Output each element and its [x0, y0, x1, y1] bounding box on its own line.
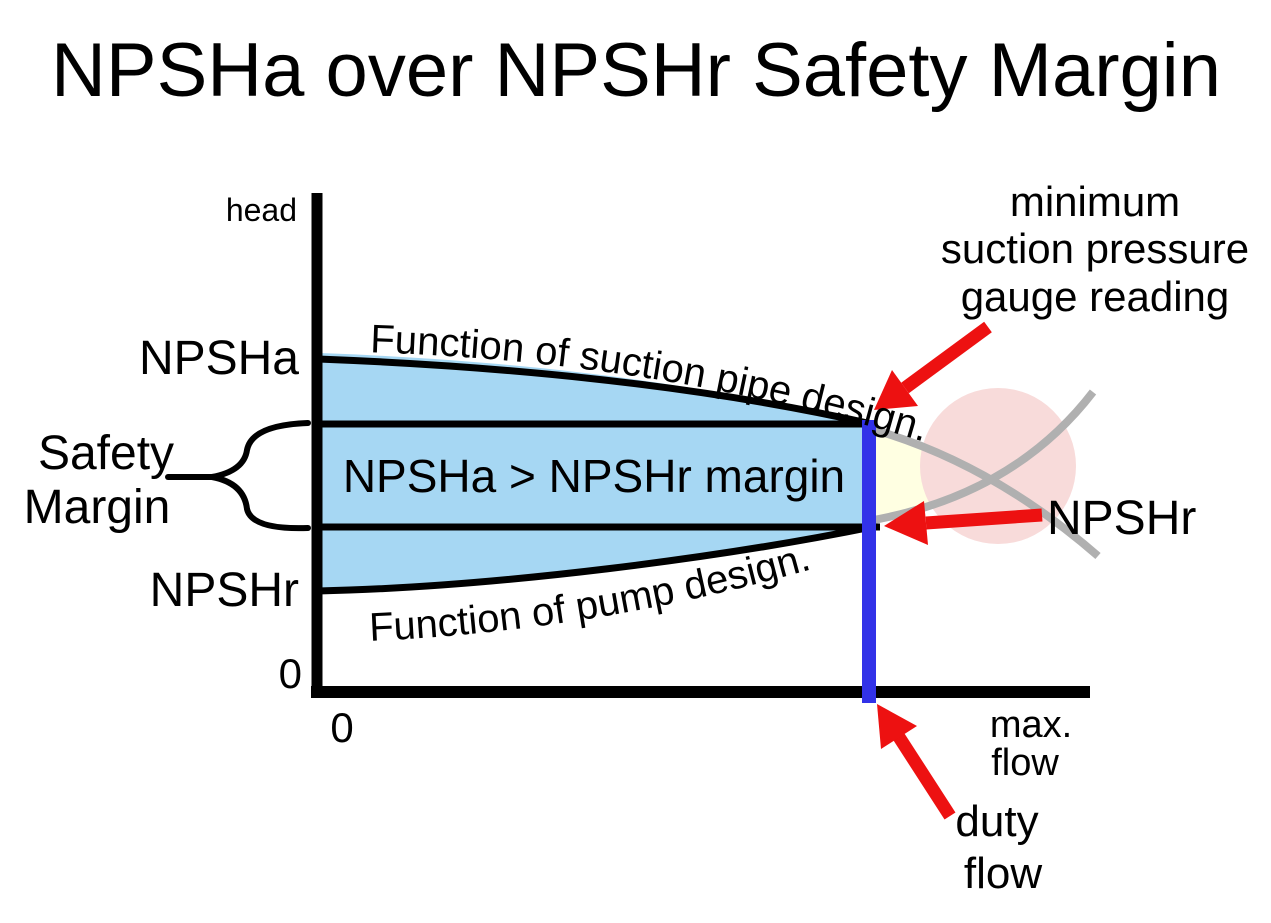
npshr-axis-label: NPSHr [150, 564, 299, 617]
npshr-annotation-arrow [884, 501, 1043, 545]
duty-flow-label-line2: flow [964, 849, 1042, 898]
margin-region-label: NPSHa > NPSHr margin [343, 450, 845, 502]
max-flow-label-line1: max. [990, 704, 1072, 746]
y-axis-label: head [226, 192, 297, 228]
npsha-axis-label: NPSHa [139, 332, 299, 385]
npsha-curve-extension [866, 424, 1101, 560]
gauge-annotation-line1: minimum [1010, 178, 1180, 225]
npsha-curve [317, 355, 873, 428]
duty-flow-arrow [877, 704, 956, 820]
max-flow-label-line2: flow [991, 742, 1059, 784]
gauge-arrow-shaft [901, 321, 992, 394]
gauge-annotation-line2: suction pressure [941, 225, 1249, 272]
x-origin-label: 0 [330, 704, 353, 751]
npshr-annotation-label: NPSHr [1047, 492, 1196, 545]
npshr-arrow-head [884, 501, 928, 545]
gauge-arrow-head [874, 370, 918, 410]
npshr-curve-extension [867, 389, 1097, 525]
gauge-annotation-line3: gauge reading [961, 273, 1230, 320]
page-title: NPSHa over NPSHr Safety Margin [51, 28, 1221, 113]
safety-margin-label-line2: Margin [24, 481, 171, 534]
npshr-arrow-shaft [925, 508, 1043, 530]
gauge-arrow [874, 321, 992, 410]
duty-arrow-shaft [893, 733, 956, 820]
safety-margin-label-line1: Safety [38, 427, 174, 480]
safety-margin-brace [211, 420, 311, 532]
duty-flow-label-line1: duty [955, 797, 1038, 846]
y-origin-label: 0 [279, 650, 302, 697]
npsha-region-fill [320, 353, 870, 591]
npshr-curve [317, 523, 873, 595]
duty-arrow-head [877, 704, 917, 749]
